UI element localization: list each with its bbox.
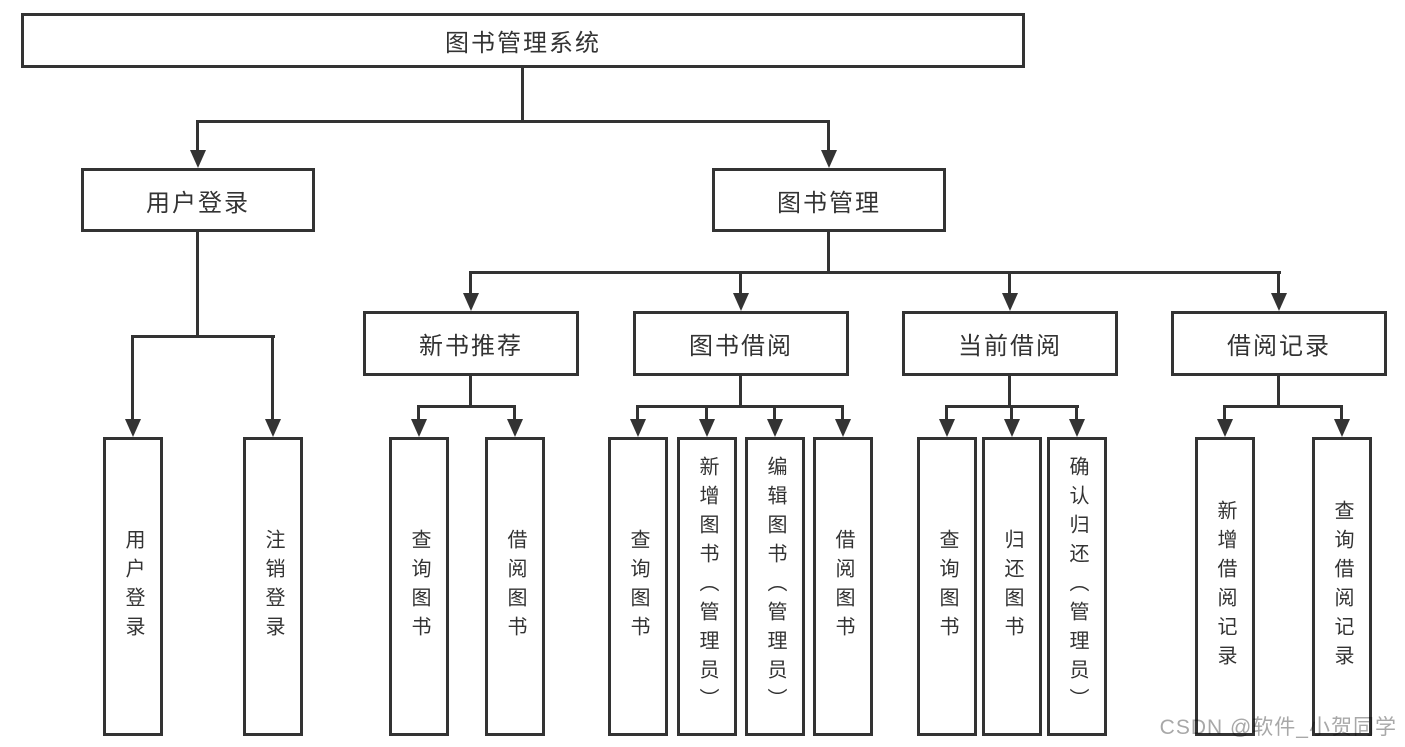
csdn-watermark: CSDN @软件_小贺同学	[1159, 716, 1397, 739]
leaf-label: 编辑图书（管理员）	[764, 456, 786, 717]
leaf-borrow-books: 借阅图书	[813, 437, 873, 736]
connector-line	[521, 68, 524, 120]
leaf-logout: 注销登录	[243, 437, 303, 736]
connector-line	[1340, 405, 1343, 421]
leaf-query-books: 查询图书	[608, 437, 668, 736]
arrow-down-icon	[1069, 419, 1085, 437]
arrow-down-icon	[835, 419, 851, 437]
arrow-down-icon	[821, 150, 837, 168]
connector-line	[417, 405, 420, 421]
leaf-query-borrow-record: 查询借阅记录	[1312, 437, 1372, 736]
connector-line	[945, 405, 948, 421]
node-borrowing-records: 借阅记录	[1171, 311, 1387, 376]
leaf-add-borrow-record: 新增借阅记录	[1195, 437, 1255, 736]
node-new-book-recommend: 新书推荐	[363, 311, 579, 376]
node-library-system: 图书管理系统	[21, 13, 1025, 68]
connector-line	[469, 376, 472, 407]
connector-line	[1010, 405, 1013, 421]
leaf-return-books: 归还图书	[982, 437, 1042, 736]
connector-line	[827, 232, 830, 271]
connector-line	[1277, 271, 1280, 295]
connector-line	[841, 405, 844, 421]
leaf-label: 查询图书	[408, 528, 430, 645]
node-label: 当前借阅	[958, 333, 1062, 360]
arrow-down-icon	[630, 419, 646, 437]
node-label: 用户登录	[146, 189, 250, 217]
leaf-label: 查询借阅记录	[1331, 499, 1353, 674]
leaf-label: 确认归还（管理员）	[1066, 456, 1088, 717]
node-book-management: 图书管理	[712, 168, 946, 232]
leaf-query-books: 查询图书	[389, 437, 449, 736]
leaf-label: 新增借阅记录	[1214, 499, 1236, 674]
connector-line	[196, 120, 199, 152]
leaf-edit-books-admin: 编辑图书（管理员）	[745, 437, 805, 736]
arrow-down-icon	[265, 419, 281, 437]
leaf-user-login: 用户登录	[103, 437, 163, 736]
arrow-down-icon	[939, 419, 955, 437]
arrow-down-icon	[411, 419, 427, 437]
leaf-label: 借阅图书	[504, 528, 526, 645]
leaf-label: 借阅图书	[832, 528, 854, 645]
connector-line	[636, 405, 639, 421]
arrow-down-icon	[699, 419, 715, 437]
arrow-down-icon	[733, 293, 749, 311]
connector-line	[131, 335, 134, 421]
leaf-label: 查询图书	[627, 528, 649, 645]
node-label: 图书管理系统	[445, 30, 601, 57]
connector-line	[636, 405, 843, 408]
connector-line	[827, 120, 830, 152]
arrow-down-icon	[1004, 419, 1020, 437]
connector-line	[1223, 405, 1226, 421]
arrow-down-icon	[190, 150, 206, 168]
leaf-label: 归还图书	[1001, 528, 1023, 645]
connector-line	[196, 232, 199, 337]
arrow-down-icon	[125, 419, 141, 437]
node-label: 新书推荐	[419, 333, 523, 360]
connector-line	[1075, 405, 1078, 421]
connector-line	[271, 335, 274, 421]
leaf-label: 注销登录	[262, 528, 284, 645]
node-current-borrowing: 当前借阅	[902, 311, 1118, 376]
node-label: 图书借阅	[689, 333, 793, 360]
leaf-label: 查询图书	[936, 528, 958, 645]
connector-line	[1008, 271, 1011, 295]
leaf-label: 用户登录	[122, 528, 144, 645]
connector-line	[773, 405, 776, 421]
node-user-login: 用户登录	[81, 168, 315, 232]
connector-line	[469, 271, 472, 295]
node-label: 借阅记录	[1227, 333, 1331, 360]
connector-line	[131, 335, 275, 338]
connector-line	[469, 271, 1281, 274]
arrow-down-icon	[1271, 293, 1287, 311]
connector-line	[1277, 376, 1280, 407]
connector-line	[739, 376, 742, 407]
connector-line	[1223, 405, 1343, 408]
leaf-borrow-books: 借阅图书	[485, 437, 545, 736]
node-book-borrowing: 图书借阅	[633, 311, 849, 376]
connector-line	[417, 405, 516, 408]
leaf-label: 新增图书（管理员）	[696, 456, 718, 717]
arrow-down-icon	[1002, 293, 1018, 311]
connector-line	[196, 120, 830, 123]
leaf-add-books-admin: 新增图书（管理员）	[677, 437, 737, 736]
leaf-query-books: 查询图书	[917, 437, 977, 736]
arrow-down-icon	[767, 419, 783, 437]
connector-line	[705, 405, 708, 421]
connector-line	[513, 405, 516, 421]
leaf-confirm-return-admin: 确认归还（管理员）	[1047, 437, 1107, 736]
connector-line	[1008, 376, 1011, 407]
arrow-down-icon	[507, 419, 523, 437]
arrow-down-icon	[1217, 419, 1233, 437]
arrow-down-icon	[463, 293, 479, 311]
connector-line	[739, 271, 742, 295]
node-label: 图书管理	[777, 189, 881, 217]
arrow-down-icon	[1334, 419, 1350, 437]
